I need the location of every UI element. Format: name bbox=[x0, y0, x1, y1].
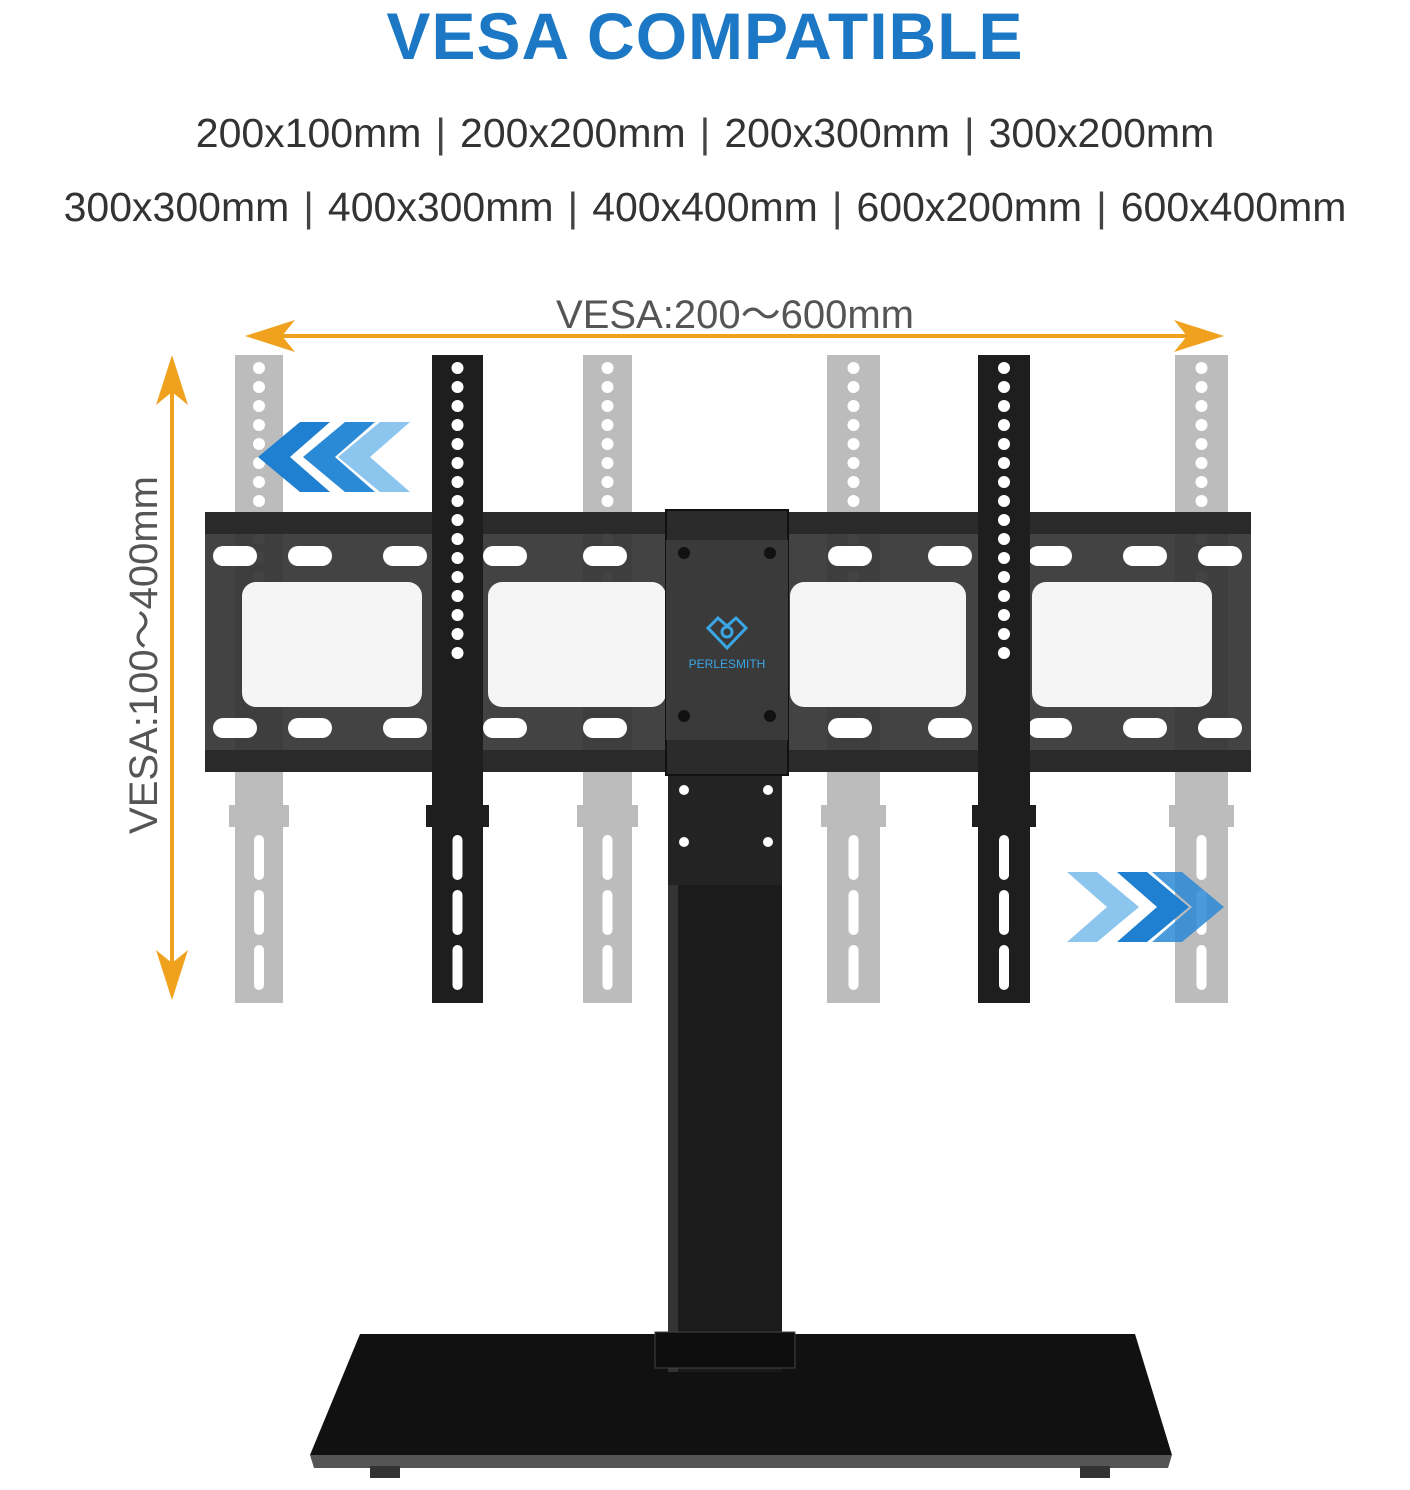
separator: | bbox=[567, 184, 579, 230]
stand-base bbox=[310, 1334, 1172, 1478]
separator: | bbox=[303, 184, 314, 230]
separator: | bbox=[831, 184, 843, 230]
vesa-size: 300x300mm bbox=[63, 184, 290, 230]
separator: | bbox=[1096, 184, 1107, 230]
vesa-size: 400x400mm bbox=[592, 184, 818, 230]
separator: | bbox=[699, 110, 711, 156]
vesa-size: 400x300mm bbox=[327, 184, 554, 230]
horizontal-dimension-arrow bbox=[245, 320, 1224, 352]
horizontal-vesa-label: VESA:200～600mm bbox=[556, 293, 914, 337]
vertical-bracket-bar bbox=[972, 355, 1036, 1003]
vesa-size: 300x200mm bbox=[988, 110, 1215, 156]
center-bracket: PERLESMITH bbox=[665, 509, 789, 776]
vesa-sizes-row-2: 300x300mm | 400x300mm | 400x400mm | 600x200mm |… bbox=[0, 184, 1410, 231]
vertical-vesa-label: VESA:100～400mm bbox=[122, 476, 166, 834]
separator: | bbox=[435, 110, 447, 156]
perlesmith-logo bbox=[705, 615, 749, 651]
chevrons-right-icon bbox=[1067, 872, 1224, 942]
brand-logo-text: PERLESMITH bbox=[689, 657, 766, 671]
stand-column bbox=[654, 772, 796, 1372]
vesa-size: 200x300mm bbox=[724, 110, 950, 156]
page-title: VESA COMPATIBLE bbox=[386, 0, 1024, 73]
vertical-bracket-bar bbox=[426, 355, 489, 1003]
vesa-size: 200x200mm bbox=[460, 110, 686, 156]
separator: | bbox=[963, 110, 975, 156]
vesa-sizes-row-1: 200x100mm | 200x200mm | 200x300mm | 300x200mm bbox=[0, 110, 1410, 157]
vertical-dimension-arrow bbox=[156, 355, 188, 1000]
vesa-size: 600x400mm bbox=[1120, 184, 1347, 230]
vertical-brackets bbox=[426, 355, 1036, 1003]
chevrons-left-icon bbox=[258, 422, 410, 492]
vesa-size: 600x200mm bbox=[856, 184, 1083, 230]
vesa-size: 200x100mm bbox=[195, 110, 422, 156]
